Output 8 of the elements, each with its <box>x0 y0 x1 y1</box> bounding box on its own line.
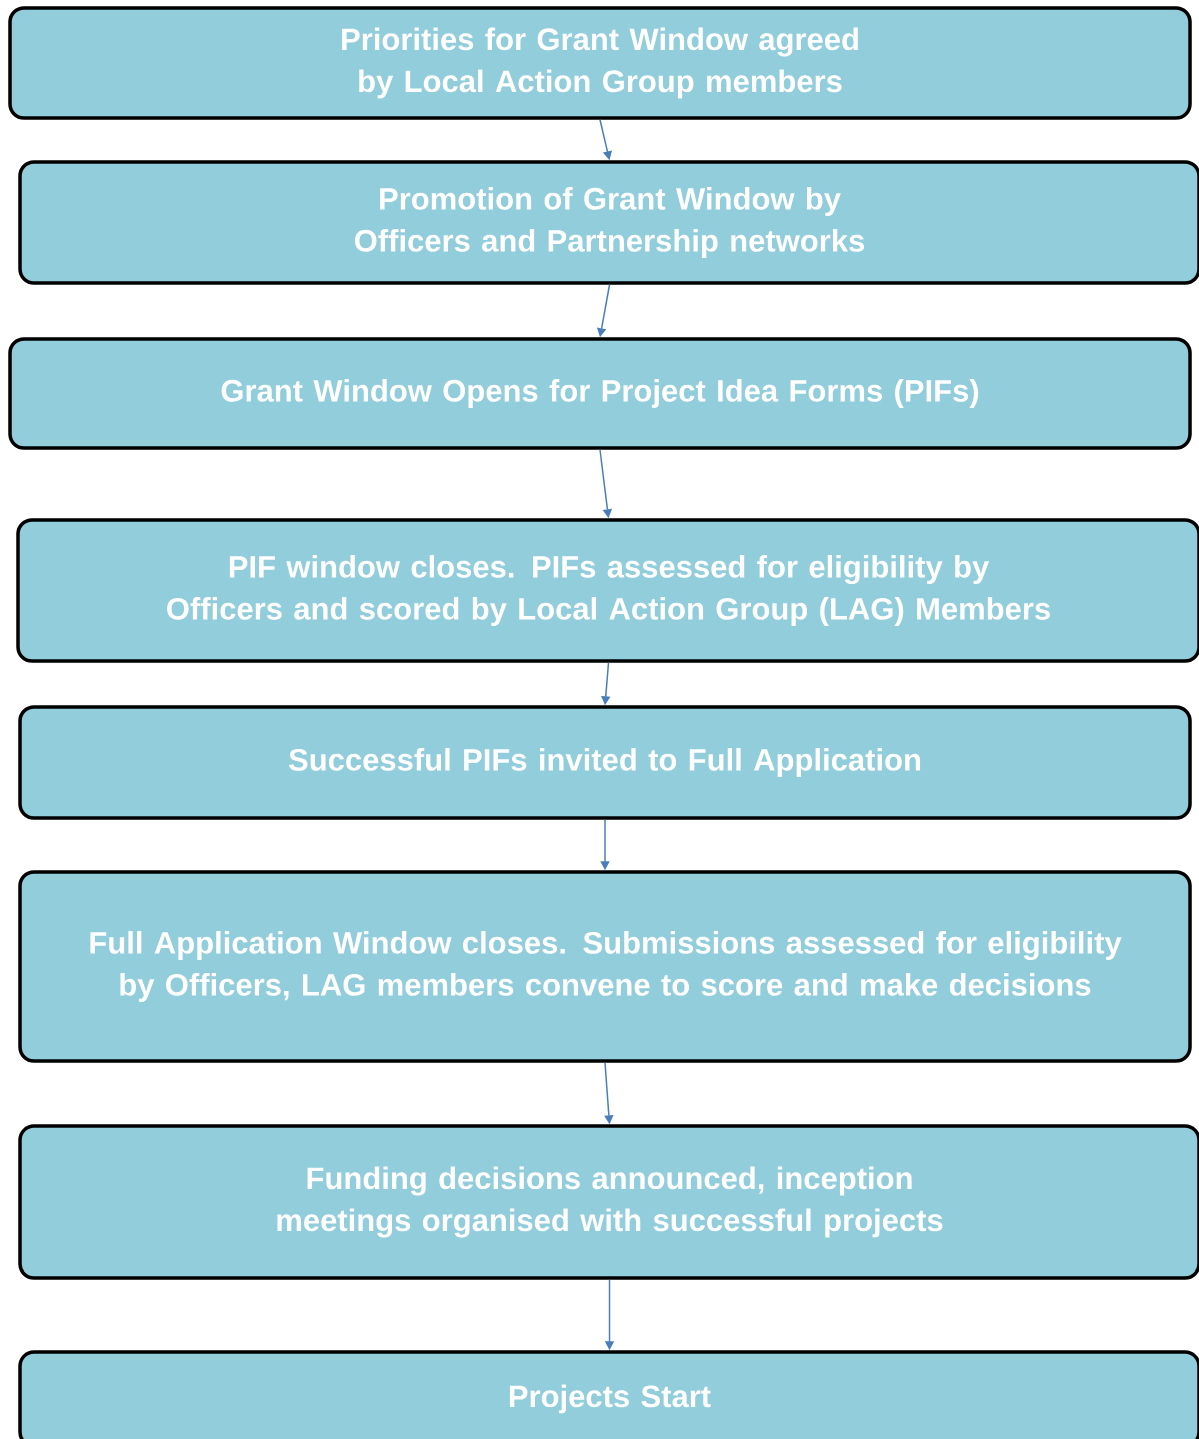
process-box: Funding decisions announced, inception meetings organised with successful projects <box>18 1124 1199 1280</box>
process-box: Promotion of Grant Window by Officers and Partnership networks <box>18 160 1199 285</box>
process-box: Full Application Window closes. Submissions assessed for eligibility by Officers, LAG members convene to score and make decisions <box>18 870 1192 1063</box>
process-box: Projects Start <box>18 1350 1199 1439</box>
process-box: Successful PIFs invited to Full Application <box>18 705 1192 820</box>
process-box: PIF window closes. PIFs assessed for eligibility by Officers and scored by Local Action Group (LAG) Members <box>16 518 1199 663</box>
process-box: Grant Window Opens for Project Idea Forms (PIFs) <box>8 337 1192 450</box>
process-box: Priorities for Grant Window agreed by Local Action Group members <box>8 6 1192 120</box>
